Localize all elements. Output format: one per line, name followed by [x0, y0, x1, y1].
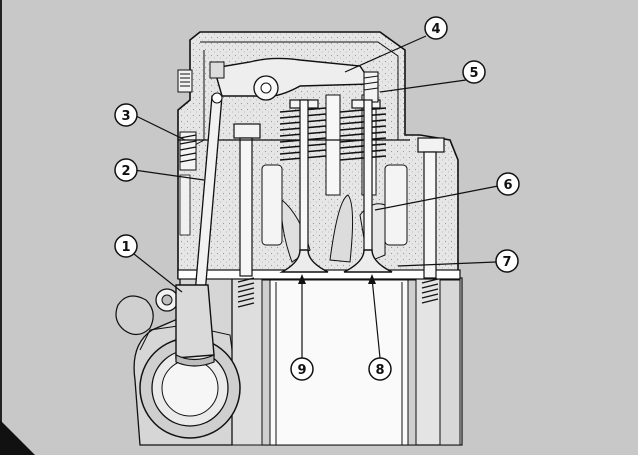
- callout-arrowheads: [298, 274, 376, 284]
- corner-marker: [0, 420, 35, 455]
- tappet: [175, 284, 215, 367]
- callout-2-label: 2: [121, 164, 130, 179]
- callout-9: 9: [290, 357, 314, 381]
- callout-8: 8: [368, 357, 392, 381]
- callout-6-label: 6: [503, 178, 512, 193]
- engine-block: [231, 277, 463, 446]
- callout-1-label: 1: [121, 240, 130, 255]
- callout-2: 2: [114, 158, 138, 182]
- callout-3: 3: [114, 103, 138, 127]
- valve-adjuster: [363, 71, 379, 103]
- callout-7: 7: [495, 249, 519, 273]
- valve-stem-left: [299, 99, 309, 269]
- callout-5-label: 5: [469, 66, 478, 81]
- valve-spring-right: [339, 107, 387, 161]
- callout-9-label: 9: [297, 363, 306, 378]
- callout-7-label: 7: [502, 255, 511, 270]
- callout-3-label: 3: [121, 109, 130, 124]
- callout-4: 4: [424, 16, 448, 40]
- head-bolt-left: [233, 123, 261, 308]
- callout-5: 5: [462, 60, 486, 84]
- callout-leaders: [133, 35, 499, 359]
- callout-1: 1: [114, 234, 138, 258]
- valve-stem-right: [363, 99, 373, 269]
- inlet-valve-head: [279, 249, 329, 273]
- callout-6: 6: [496, 172, 520, 196]
- head-bolt-right: [417, 137, 445, 304]
- exhaust-valve-head: [343, 249, 393, 273]
- callout-8-label: 8: [375, 363, 384, 378]
- callout-4-label: 4: [431, 22, 440, 37]
- rocker-arm: [177, 57, 374, 101]
